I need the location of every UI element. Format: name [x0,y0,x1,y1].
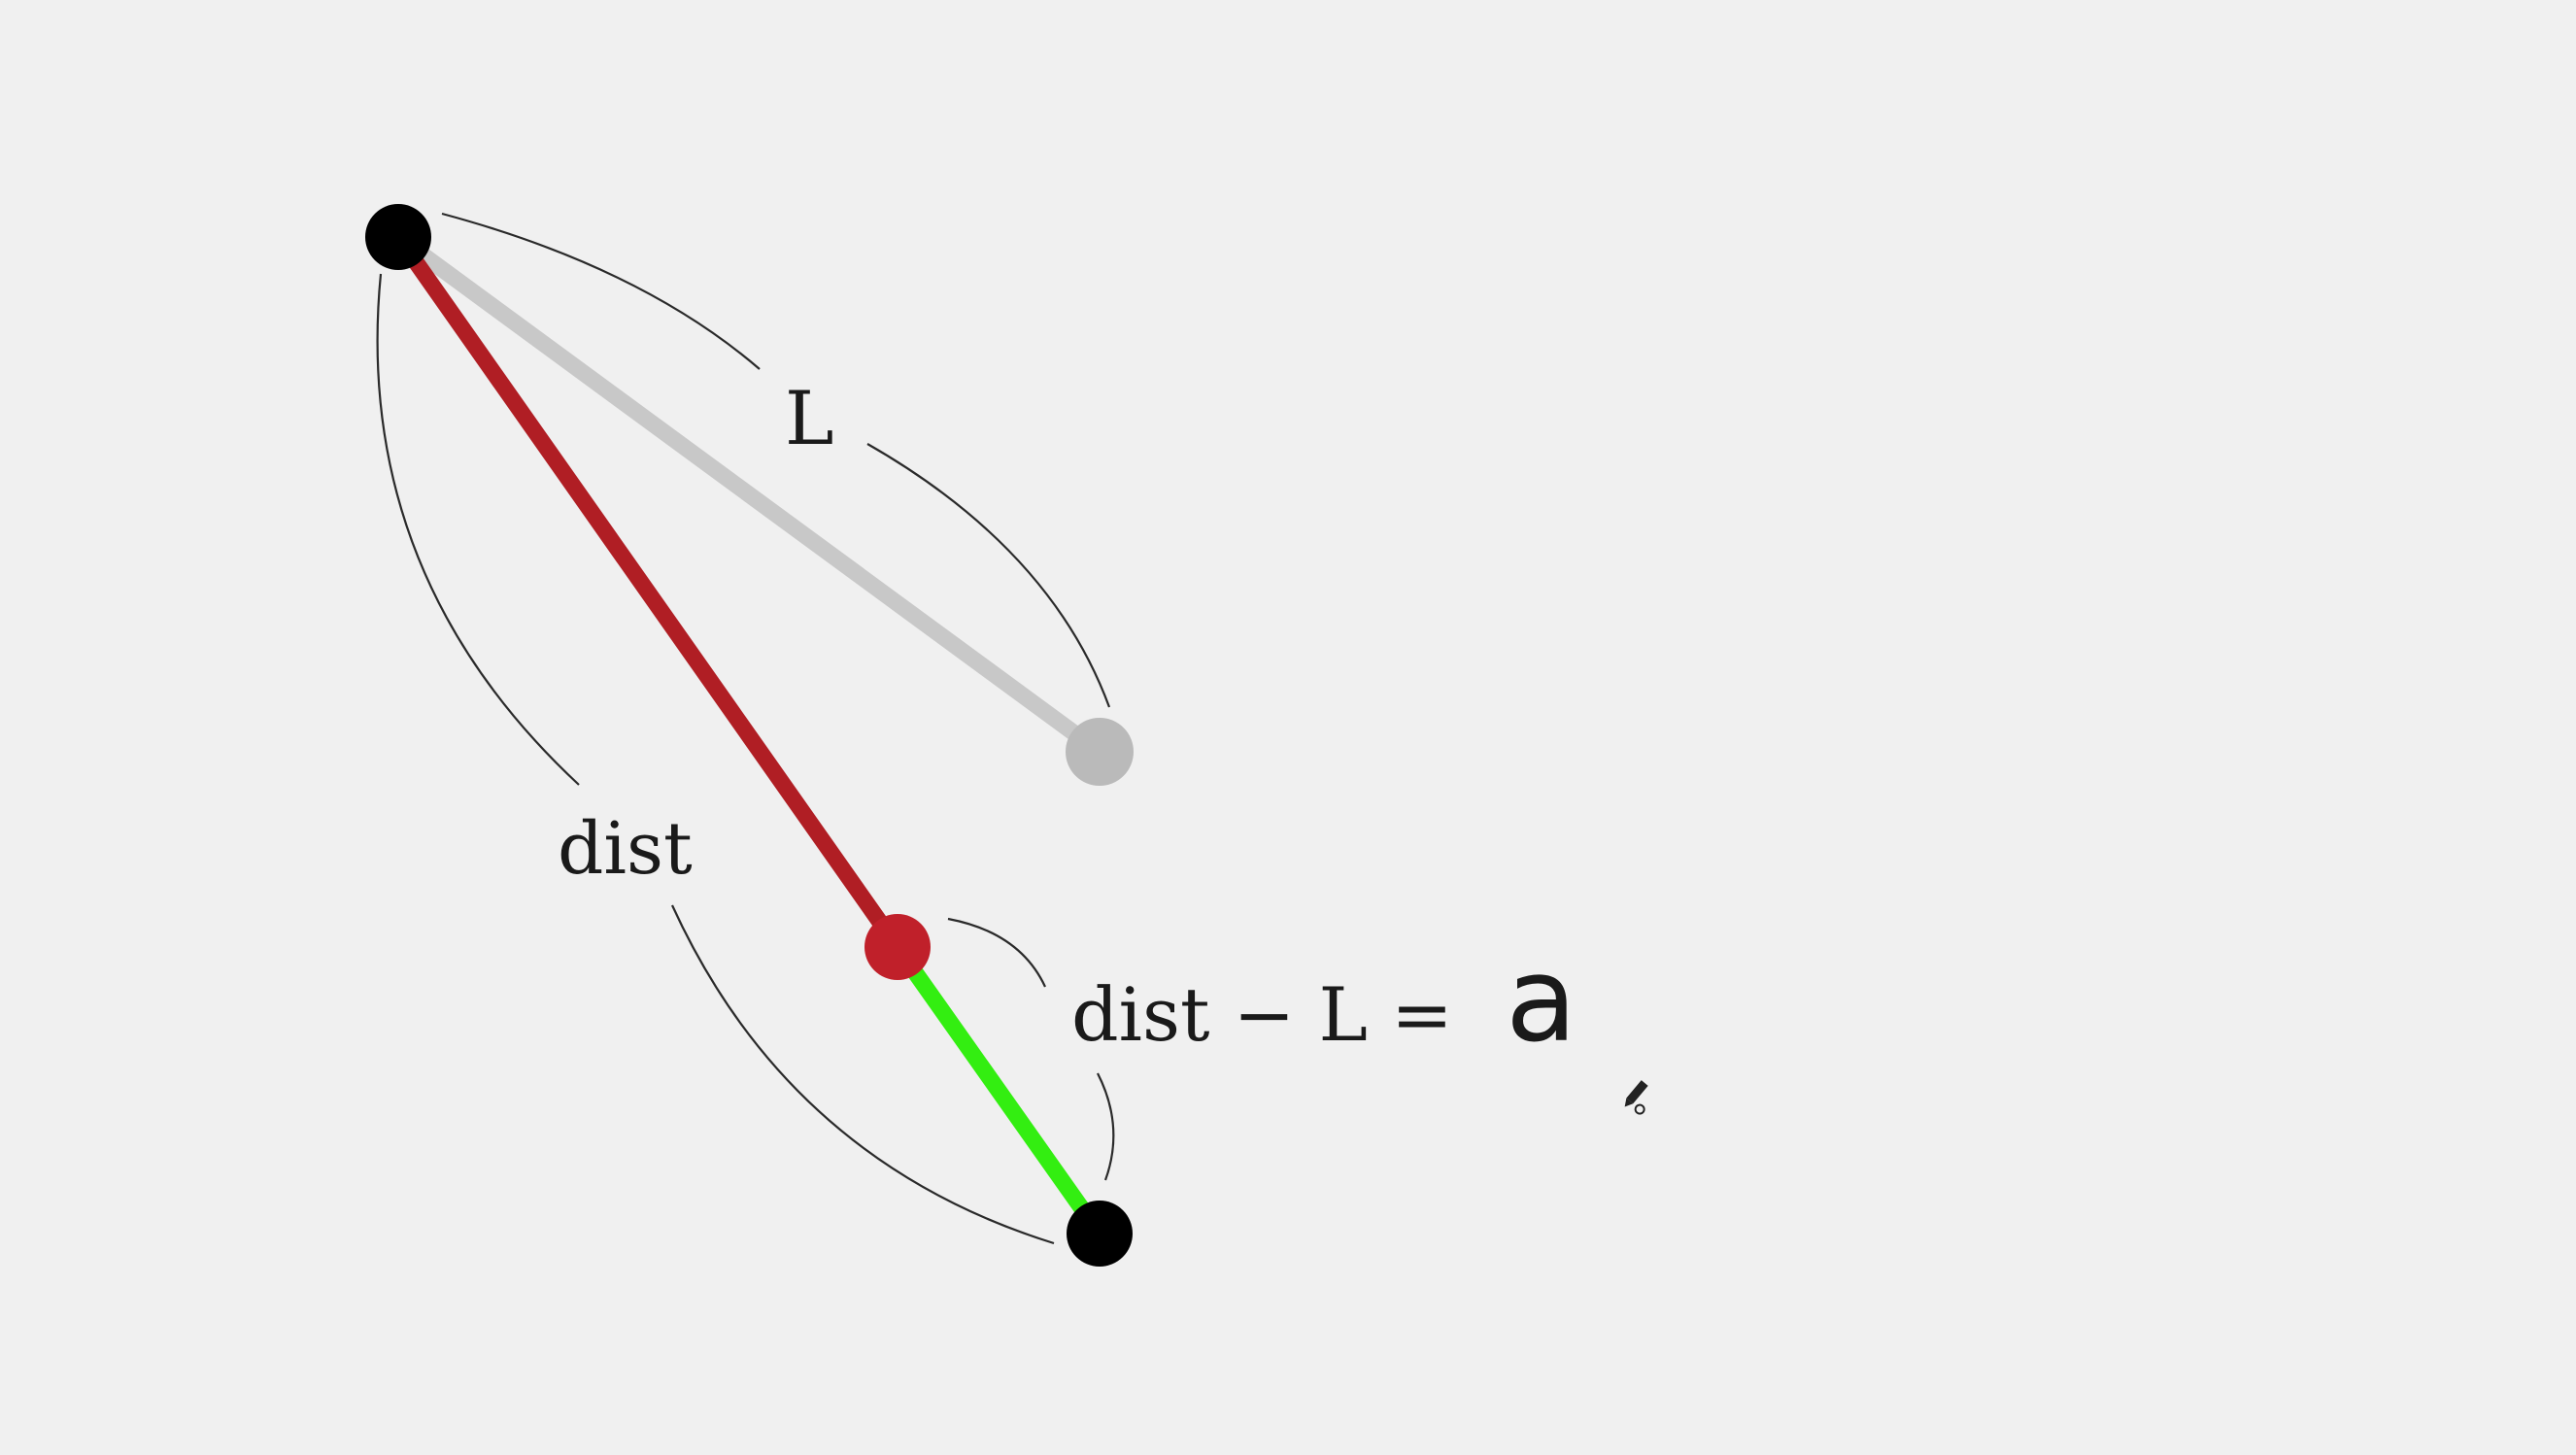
excess-segment [897,951,1106,1238]
distance-brace-lower [670,904,1055,1245]
rest-length-label: L [785,375,833,461]
excess-brace-upper [947,917,1046,988]
pencil-cursor-icon [1624,1080,1648,1115]
rest-length-point [864,914,931,980]
equation-rhs-label: a [1506,933,1577,1068]
rest-position-point [1066,718,1134,786]
rest-length-brace-lower [866,443,1111,708]
equation-lhs-label: dist − L = [1071,971,1453,1058]
distance-brace-upper [376,273,580,786]
stretched-segment [391,232,904,952]
excess-brace-lower [1097,1072,1115,1181]
bottom-anchor-point [1067,1201,1133,1267]
rest-length-segment [390,228,1108,761]
distance-label: dist [558,807,693,891]
rest-length-brace-upper [441,212,761,370]
top-anchor-point [365,204,431,270]
